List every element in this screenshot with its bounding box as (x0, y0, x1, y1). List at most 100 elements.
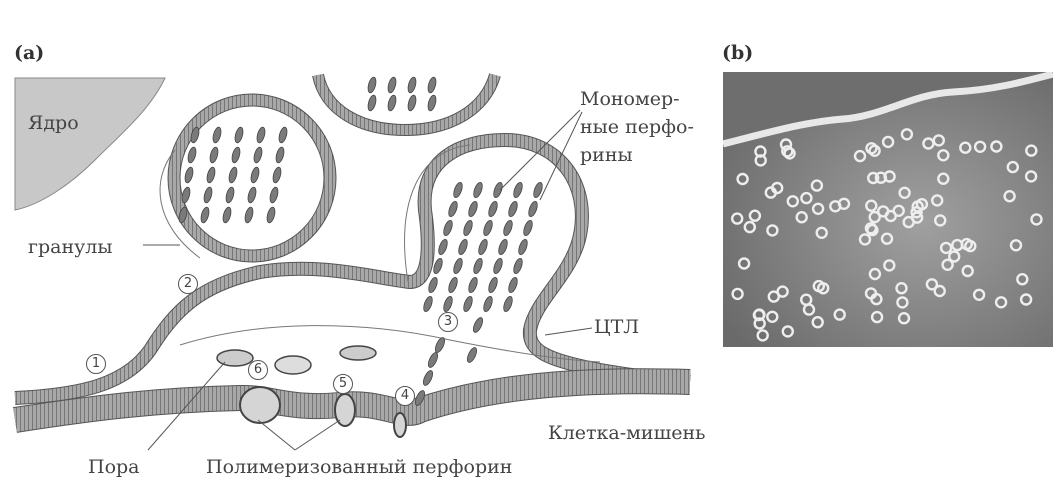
pore-ring (961, 264, 974, 278)
pore-ring (881, 135, 895, 149)
perforin-monomer (434, 337, 446, 353)
pore-ring (753, 317, 766, 330)
perforin-monomer (387, 94, 397, 112)
pore-ring (736, 172, 749, 186)
perforin-monomer (513, 181, 523, 199)
monomeric-perforins-line2: ные перфо- (580, 116, 694, 138)
pore-ring (781, 325, 795, 338)
perforin-monomer (222, 206, 232, 224)
pore-ring (752, 308, 766, 322)
perforin-monomer (466, 347, 478, 363)
pore-ring (933, 284, 946, 298)
panel-b-tag: (b) (722, 42, 754, 64)
perforin-monomer (503, 295, 513, 313)
pore-ring (868, 267, 882, 281)
pore-ring (1025, 144, 1038, 157)
perforin-monomer (533, 181, 543, 199)
free-pores (216, 345, 377, 375)
perforin-monomer (212, 126, 222, 144)
pore-ring (870, 292, 883, 306)
perforin-monomer (448, 276, 458, 294)
leader-pore (147, 361, 226, 451)
pore-ring (1019, 293, 1033, 306)
cleft-line (179, 325, 601, 363)
electron-micrograph (723, 72, 1053, 347)
pore-ring (910, 206, 923, 219)
perforin-monomer (493, 257, 503, 275)
perforin-monomer (488, 276, 498, 294)
pore-ring (884, 209, 897, 223)
monomeric-perforins-line3: рины (580, 144, 633, 166)
perforin-monomer (190, 126, 200, 144)
perforin-monomer (407, 76, 417, 94)
pore-ring (898, 186, 911, 200)
perforin-monomer (448, 200, 458, 218)
leader-polymerized-2 (294, 419, 341, 451)
perforin-monomer (508, 200, 518, 218)
micrograph-image (723, 72, 1053, 347)
perforin-monomer (266, 206, 276, 224)
pore-ring (932, 134, 946, 147)
perforin-monomer (473, 257, 483, 275)
pore-ring (922, 137, 935, 150)
pore-ring (972, 288, 986, 302)
step-5: 5 (333, 374, 353, 394)
pore-ring (812, 279, 826, 293)
perforin-monomer (234, 126, 244, 144)
perforin-monomer (468, 200, 478, 218)
perforin-monomer (518, 238, 528, 256)
pore-ring (939, 241, 953, 255)
nucleus-shape (14, 77, 166, 211)
pore-ring (874, 171, 888, 184)
pore-ring (779, 138, 793, 151)
step-4: 4 (395, 386, 415, 406)
perforin-monomer (407, 94, 417, 112)
perforin-monomers-left-granule (178, 126, 288, 224)
pore-ring (868, 210, 881, 224)
pore-ring (737, 257, 751, 270)
perforin-monomers-top-granule (367, 76, 437, 112)
perforin-monomer (438, 238, 448, 256)
perforin-monomer (422, 370, 434, 386)
pore-ring (799, 293, 813, 306)
perforin-monomer (523, 219, 533, 237)
perforin-monomer (228, 166, 238, 184)
pore-ring (1009, 239, 1023, 252)
micrograph-membrane-edge (723, 72, 1053, 142)
pore-ring (829, 200, 842, 213)
pore-ring (731, 287, 744, 301)
pore-ring (766, 224, 779, 237)
perforin-monomer (508, 276, 518, 294)
perforin-monomer (423, 295, 433, 313)
perforin-monomer (225, 186, 235, 204)
leader-monomer-1 (499, 109, 581, 191)
pore-ring (864, 222, 878, 235)
pore-ring (897, 311, 911, 325)
pore-ring (767, 290, 780, 303)
perforin-monomer (503, 219, 513, 237)
pore-ring (947, 250, 961, 263)
pore-ring (800, 191, 813, 205)
perforin-monomer (367, 94, 377, 112)
perforin-monomer (443, 219, 453, 237)
pore-ring (1016, 272, 1029, 286)
pore-ring (925, 278, 939, 291)
pore-ring (896, 296, 909, 309)
perforin-monomer (472, 317, 484, 333)
nucleus-label: Ядро (28, 112, 79, 134)
perforin-monomer (414, 390, 426, 406)
perforin-monomers-right-granule (423, 181, 543, 313)
perforin-monomer (253, 146, 263, 164)
pore-ring (743, 220, 756, 234)
perforin-monomer (473, 181, 483, 199)
pore-ring (937, 172, 950, 185)
perforin-monomer (256, 126, 266, 144)
perforin-monomer (427, 352, 439, 368)
perforin-monomer (278, 126, 288, 144)
pore-ring (815, 226, 828, 240)
panel-a-illustration (13, 73, 691, 451)
perforin-monomer (427, 76, 437, 94)
pore-ring (866, 223, 879, 237)
perforin-monomer (493, 181, 503, 199)
